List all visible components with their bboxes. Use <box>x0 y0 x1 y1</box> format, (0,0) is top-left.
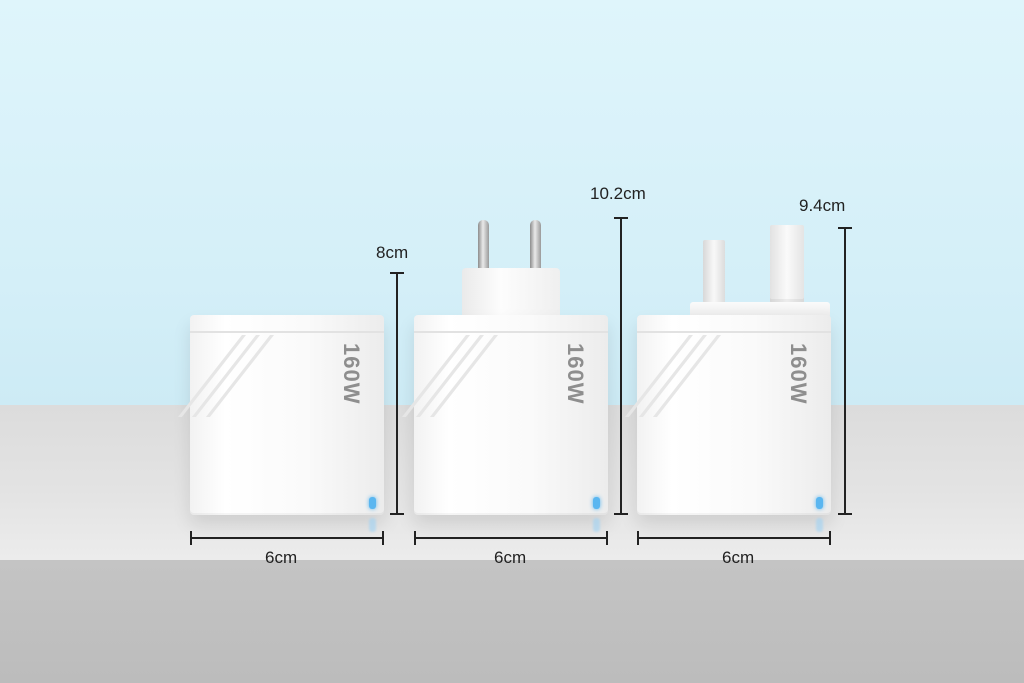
eu-plug-base <box>462 268 560 316</box>
led-indicator <box>369 497 376 509</box>
width-cap <box>190 531 192 545</box>
charger-stripe <box>205 335 274 417</box>
height-label-2: 10.2cm <box>590 184 646 203</box>
uk-pin-left <box>703 240 725 303</box>
width-label-1: 6cm <box>265 548 298 567</box>
width-label-3: 6cm <box>722 548 755 567</box>
led-reflection <box>816 518 823 532</box>
charger-2: 160W <box>401 315 608 515</box>
uk-plug-plate <box>690 302 830 318</box>
height-label-1: 8cm <box>376 243 409 262</box>
height-cap <box>614 217 628 219</box>
charger-stripe <box>415 335 484 417</box>
power-label: 160W <box>339 343 364 405</box>
height-cap <box>838 513 852 515</box>
led-indicator <box>593 497 600 509</box>
charger-3: 160W <box>624 315 831 515</box>
charger-stripe <box>638 335 707 417</box>
charger-stripe <box>652 335 721 417</box>
charger-seam <box>190 331 384 333</box>
charger-stripe <box>191 335 260 417</box>
led-indicator <box>816 497 823 509</box>
charger-seam <box>414 331 608 333</box>
charger-1: 160W <box>177 315 384 515</box>
led-reflection <box>369 518 376 532</box>
height-line-2 <box>620 217 622 515</box>
width-line-3 <box>637 537 831 539</box>
width-cap <box>829 531 831 545</box>
height-label-3: 9.4cm <box>799 196 846 215</box>
height-cap <box>614 513 628 515</box>
height-line-3 <box>844 227 846 515</box>
width-line-2 <box>414 537 608 539</box>
charger-stripe <box>429 335 498 417</box>
width-cap <box>606 531 608 545</box>
eu-pin-left <box>478 220 489 270</box>
width-cap <box>637 531 639 545</box>
width-cap <box>382 531 384 545</box>
width-line-1 <box>190 537 384 539</box>
charger-seam <box>637 331 831 333</box>
width-label-2: 6cm <box>494 548 527 567</box>
uk-pin-earth <box>770 225 804 303</box>
width-cap <box>414 531 416 545</box>
counter-front <box>0 560 1024 683</box>
power-label: 160W <box>563 343 588 405</box>
eu-pin-right <box>530 220 541 270</box>
led-reflection <box>593 518 600 532</box>
height-line-1 <box>396 272 398 515</box>
height-cap <box>390 513 404 515</box>
power-label: 160W <box>786 343 811 405</box>
height-cap <box>390 272 404 274</box>
height-cap <box>838 227 852 229</box>
